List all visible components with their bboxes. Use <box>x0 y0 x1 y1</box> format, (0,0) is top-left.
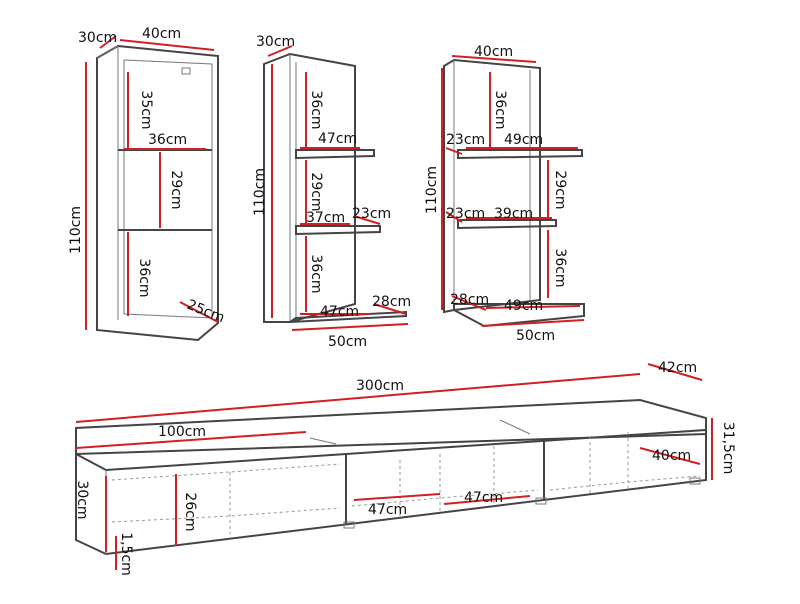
label-right-shelf-top: 49cm <box>504 132 543 148</box>
right-shelf-top <box>457 149 583 160</box>
label-tv-depth: 42cm <box>658 360 697 376</box>
dim-tv-total-width <box>75 373 641 423</box>
label-cabinet-shelf-width: 36cm <box>148 132 187 148</box>
label-left-middle-gap: 29cm <box>308 172 324 211</box>
label-right-width: 40cm <box>474 44 513 60</box>
dim-right-shelf-bottom <box>485 305 581 309</box>
label-tv-total-width: 300cm <box>356 378 404 394</box>
label-right-shelf-middle-depth: 23cm <box>446 206 485 222</box>
label-left-shelf-top: 47cm <box>318 131 357 147</box>
label-right-middle-gap: 29cm <box>552 170 568 209</box>
dim-right-shelf-bottom-depth <box>451 295 487 311</box>
label-right-shelf-bottom-depth: 28cm <box>450 292 489 308</box>
tv-leg-2 <box>535 497 547 505</box>
label-tv-front-height: 30cm <box>74 480 90 519</box>
dim-left-shelf-bottom-depth <box>373 303 407 315</box>
dim-cabinet-inner-depth <box>179 301 219 323</box>
dim-cabinet-width <box>119 39 215 51</box>
label-left-bottom-gap: 36cm <box>308 254 324 293</box>
tv-unit: 300cm 42cm 100cm 31,5cm 30cm 26cm 1,5cm … <box>74 360 736 576</box>
dim-left-depth <box>267 45 293 57</box>
dim-tv-compartment-b <box>443 495 531 505</box>
left-shelf-top <box>295 149 375 160</box>
label-tv-compartment-a: 47cm <box>368 502 407 518</box>
label-cabinet-height: 110cm <box>68 206 84 254</box>
cabinet-body <box>96 44 219 342</box>
label-right-base-width: 50cm <box>516 328 555 344</box>
dim-tv-compartment-a <box>353 493 441 501</box>
label-right-shelf-top-depth: 23cm <box>446 132 485 148</box>
label-left-shelf-middle: 37cm <box>306 210 345 226</box>
label-left-top-gap: 36cm <box>308 90 324 129</box>
right-shelf-base <box>453 303 585 328</box>
label-tv-height: 31,5cm <box>720 422 736 475</box>
label-cabinet-top-compartment: 35cm <box>138 90 154 129</box>
dim-tv-module-width <box>75 431 307 449</box>
tv-leg-1 <box>343 521 355 529</box>
right-shelf-middle <box>457 219 557 230</box>
label-right-bottom-gap: 36cm <box>552 248 568 287</box>
label-left-height: 110cm <box>252 168 268 216</box>
tv-leg-3 <box>689 477 701 485</box>
label-tv-base-thickness: 1,5cm <box>118 532 134 576</box>
dim-right-shelf-middle-depth <box>445 211 463 223</box>
label-left-shelf-bottom: 47cm <box>320 304 359 320</box>
cabinet: 30cm 40cm 110cm 35cm 36cm 29cm 36cm 25cm <box>68 26 227 342</box>
right-shelf-body <box>443 58 541 314</box>
label-right-height: 110cm <box>424 166 440 214</box>
label-tv-inner-depth: 40cm <box>652 448 691 464</box>
label-left-depth: 30cm <box>256 34 295 50</box>
left-shelf-middle <box>295 225 381 236</box>
lamp-icon <box>181 67 191 75</box>
label-cabinet-middle-compartment: 29cm <box>168 170 184 209</box>
dim-tv-depth <box>647 363 703 381</box>
label-tv-compartment-b: 47cm <box>464 490 503 506</box>
label-left-shelf-middle-depth: 23cm <box>352 206 391 222</box>
dim-cabinet-depth <box>99 35 117 49</box>
dim-right-base-width <box>481 319 585 327</box>
label-right-shelf-middle: 39cm <box>494 206 533 222</box>
dim-left-base-width <box>291 323 409 331</box>
dim-left-shelf-middle-depth <box>353 215 381 225</box>
dim-tv-inner-depth <box>639 447 701 465</box>
left-shelf-unit: 30cm 110cm 36cm 47cm 29cm 37cm 23cm 36cm… <box>252 34 411 350</box>
tv-unit-front <box>75 428 707 556</box>
label-right-shelf-bottom: 49cm <box>504 298 543 314</box>
label-right-top-gap: 36cm <box>492 90 508 129</box>
label-cabinet-bottom-compartment: 36cm <box>136 258 152 297</box>
label-cabinet-width: 40cm <box>142 26 181 42</box>
label-cabinet-inner-depth: 25cm <box>185 297 227 327</box>
label-left-shelf-bottom-depth: 28cm <box>372 294 411 310</box>
dim-right-shelf-top-depth <box>445 147 463 155</box>
label-tv-module-width: 100cm <box>158 424 206 440</box>
label-left-base-width: 50cm <box>328 334 367 350</box>
dim-right-width <box>451 55 537 63</box>
right-shelf-unit: 40cm 110cm 36cm 23cm 49cm 29cm 23cm 39cm… <box>424 44 585 344</box>
left-shelf-base <box>286 310 407 324</box>
label-cabinet-depth: 30cm <box>78 30 117 46</box>
label-tv-inner-height: 26cm <box>182 492 198 531</box>
